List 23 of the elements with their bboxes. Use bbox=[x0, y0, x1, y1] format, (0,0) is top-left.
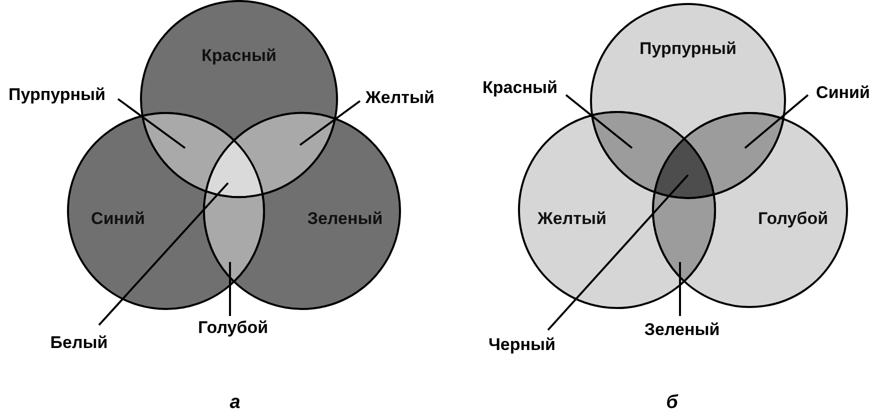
region-label: Черный bbox=[488, 335, 556, 355]
overlap-region bbox=[652, 191, 716, 282]
region-label: Зеленый bbox=[644, 320, 720, 340]
center-overlap-region bbox=[654, 138, 715, 199]
center-overlap-region bbox=[205, 139, 264, 198]
leader-line bbox=[229, 262, 231, 316]
overlap-region bbox=[683, 112, 784, 196]
leader-line bbox=[299, 100, 361, 146]
region-label: Белый bbox=[50, 333, 108, 353]
region-label: Голубой bbox=[198, 318, 268, 338]
panel-caption: а bbox=[230, 392, 240, 414]
region-label: Желтый bbox=[366, 88, 434, 108]
region-label: Синий bbox=[816, 83, 870, 103]
region-label: Красный bbox=[482, 78, 558, 98]
panel-caption: б bbox=[666, 392, 678, 414]
leader-line bbox=[547, 174, 689, 331]
overlap-region bbox=[203, 190, 265, 283]
leader-line bbox=[117, 98, 186, 149]
overlap-region bbox=[141, 112, 235, 192]
leader-line bbox=[98, 182, 229, 326]
overlap-region bbox=[591, 111, 686, 194]
overlap-region bbox=[233, 112, 336, 196]
region-label: Пурпурный bbox=[8, 85, 106, 105]
